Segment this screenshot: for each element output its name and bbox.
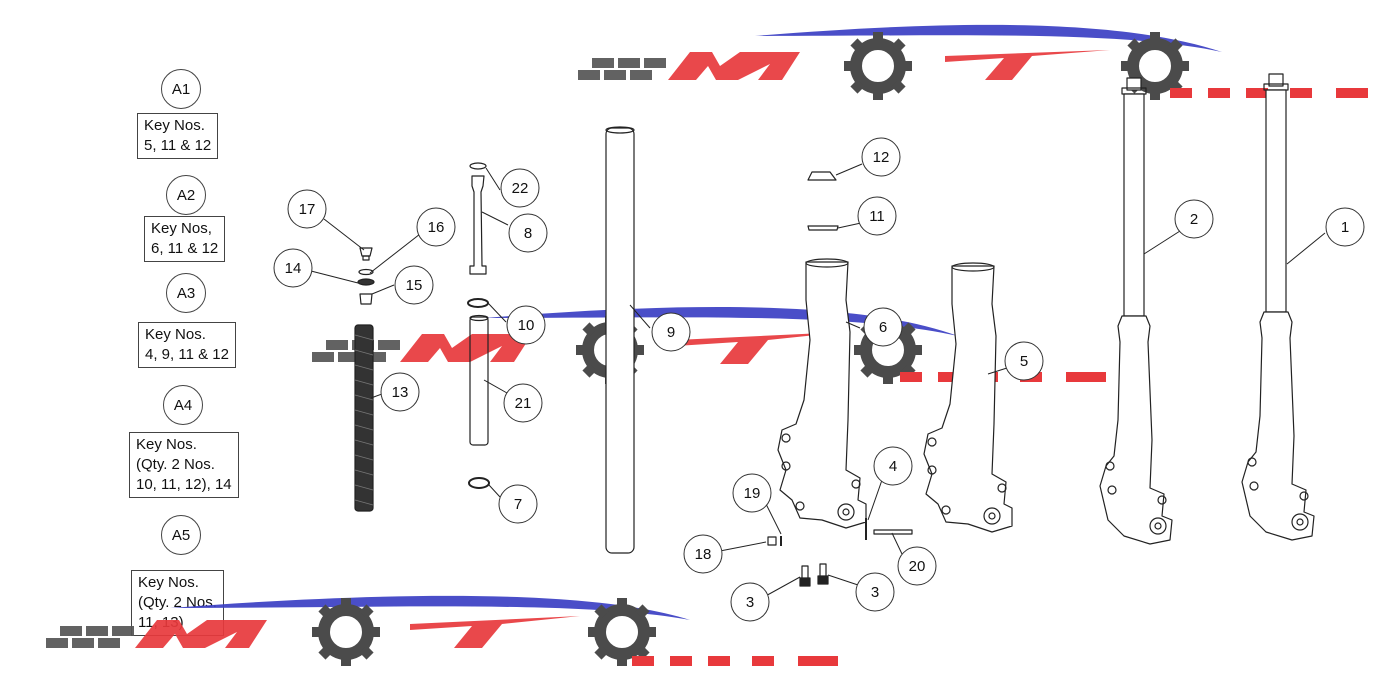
kit-a3-box: Key Nos. 4, 9, 11 & 12 [138, 322, 236, 368]
callout-label: 8 [524, 225, 532, 242]
watermark-logo [312, 307, 958, 384]
callout-label: 6 [879, 319, 887, 336]
lower-leg-part [777, 258, 867, 529]
callout-label: 21 [515, 395, 532, 412]
watermark-guids [900, 372, 1106, 382]
callout-label: 10 [518, 317, 535, 334]
kit-description: Key Nos. 5, 11 & 12 [137, 113, 219, 159]
callout-13: 13 [380, 372, 420, 412]
washer-part [469, 162, 487, 170]
kit-code: A4 [163, 385, 203, 425]
kit-code: A1 [161, 69, 201, 109]
kit-a2-box: Key Nos, 6, 11 & 12 [144, 216, 226, 262]
bolt-part [799, 563, 829, 587]
kit-a1: A1 [161, 69, 201, 109]
seal-part [468, 477, 490, 489]
callout-5: 5 [1004, 341, 1044, 381]
cap-bolt-part [357, 247, 375, 305]
top-cap-part [807, 171, 837, 181]
callout-label: 13 [392, 384, 409, 401]
callout-label: 5 [1020, 353, 1028, 370]
fork-tube-part [605, 126, 635, 554]
callout-2: 2 [1174, 199, 1214, 239]
callout-21: 21 [503, 383, 543, 423]
lower-leg-part [923, 262, 1013, 533]
callout-10: 10 [506, 305, 546, 345]
callout-22: 22 [500, 168, 540, 208]
callout-3: 3 [855, 572, 895, 612]
o-ring-part [467, 298, 489, 308]
callout-label: 3 [746, 594, 754, 611]
callout-18: 18 [683, 534, 723, 574]
callout-label: 2 [1190, 211, 1198, 228]
callout-12: 12 [861, 137, 901, 177]
fork-assembly-part [1241, 73, 1315, 541]
callout-7: 7 [498, 484, 538, 524]
callout-label: 4 [889, 458, 897, 475]
spacer-tube-part [469, 316, 489, 446]
kit-code: A2 [166, 175, 206, 215]
callout-20: 20 [897, 546, 937, 586]
callout-15: 15 [394, 265, 434, 305]
callout-label: 3 [871, 584, 879, 601]
callout-8: 8 [508, 213, 548, 253]
watermark-guids [1170, 88, 1368, 98]
axle-bolt-part [873, 529, 913, 535]
callout-11: 11 [857, 196, 897, 236]
bleed-screw-part [767, 536, 777, 546]
kit-a4-box: Key Nos. (Qty. 2 Nos. 10, 11, 12), 14 [129, 432, 239, 498]
kit-a5: A5 [161, 515, 201, 555]
callout-17: 17 [287, 189, 327, 229]
kit-description: Key Nos. (Qty. 2 Nos. 10, 11, 12), 14 [129, 432, 239, 498]
kit-a2: A2 [166, 175, 206, 215]
kit-code: A3 [166, 273, 206, 313]
watermark-logo [578, 24, 1222, 100]
callout-label: 22 [512, 180, 529, 197]
watermark-guids [632, 656, 838, 666]
callout-label: 20 [909, 558, 926, 575]
watermark-logo [46, 596, 690, 666]
callout-label: 7 [514, 496, 522, 513]
callout-3: 3 [730, 582, 770, 622]
kit-description: Key Nos, 6, 11 & 12 [144, 216, 226, 262]
leader-lines [310, 163, 1326, 599]
circlip-part [807, 225, 839, 231]
callout-19: 19 [732, 473, 772, 513]
kit-a4: A4 [163, 385, 203, 425]
kit-code: A5 [161, 515, 201, 555]
callout-label: 16 [428, 219, 445, 236]
kit-description: Key Nos. 4, 9, 11 & 12 [138, 322, 236, 368]
kit-a3: A3 [166, 273, 206, 313]
callout-label: 15 [406, 277, 423, 294]
callout-14: 14 [273, 248, 313, 288]
callout-label: 9 [667, 324, 675, 341]
callout-16: 16 [416, 207, 456, 247]
callout-label: 14 [285, 260, 302, 277]
callout-9: 9 [651, 312, 691, 352]
callout-4: 4 [873, 446, 913, 486]
callout-1: 1 [1325, 207, 1365, 247]
callout-label: 18 [695, 546, 712, 563]
damper-rod-part [469, 175, 487, 275]
callout-label: 1 [1341, 219, 1349, 236]
callout-6: 6 [863, 307, 903, 347]
callout-label: 19 [744, 485, 761, 502]
kit-a1-box: Key Nos. 5, 11 & 12 [137, 113, 219, 159]
callout-label: 11 [869, 208, 885, 225]
callout-label: 12 [873, 149, 890, 166]
callout-label: 17 [299, 201, 316, 218]
spring-part [354, 324, 374, 512]
fork-assembly-part [1099, 77, 1173, 545]
